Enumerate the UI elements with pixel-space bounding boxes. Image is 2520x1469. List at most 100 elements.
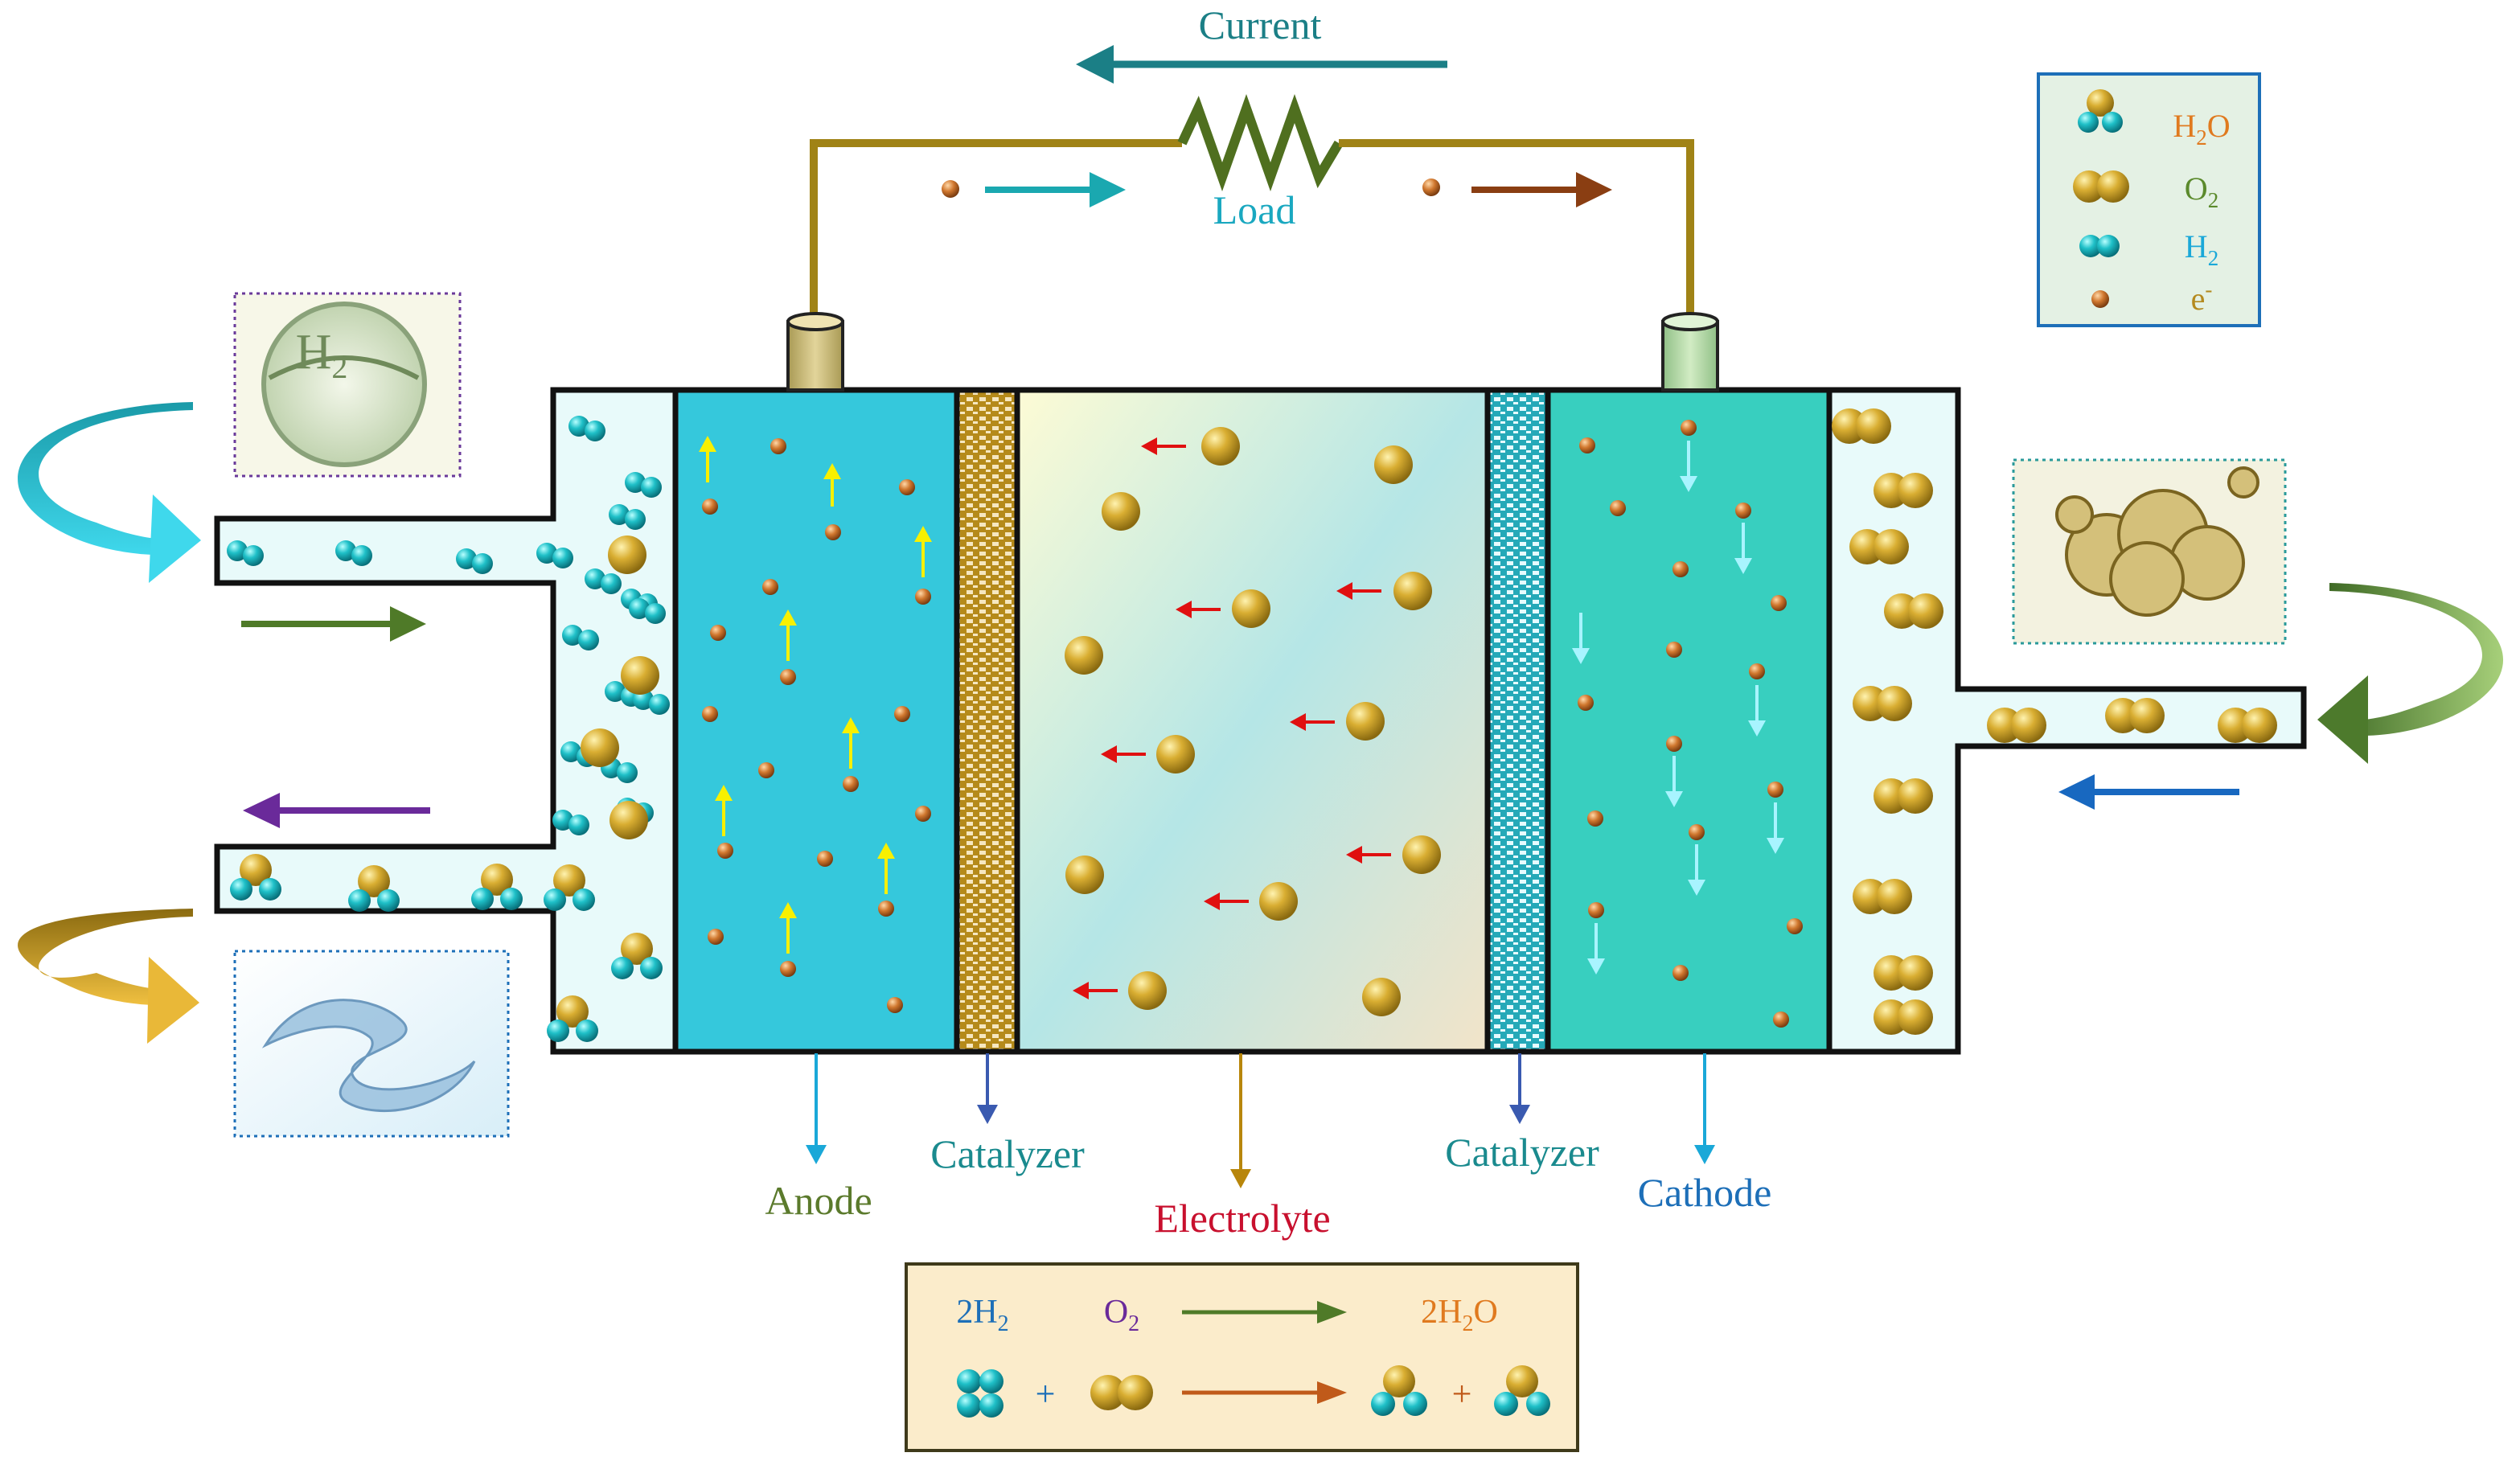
oxygen-molecule <box>1898 778 1933 814</box>
electrolyte-label: Electrolyte <box>1154 1196 1330 1241</box>
hydrogen-molecule <box>578 630 599 650</box>
electron-particle <box>1767 782 1783 798</box>
oxygen-molecule <box>1877 879 1912 914</box>
water-molecule <box>240 854 272 886</box>
legend-item-electron: e- <box>2091 277 2212 317</box>
electron-particle <box>780 961 796 977</box>
electron-flow-arrowhead-right <box>1576 172 1612 207</box>
electron-particle <box>817 851 833 867</box>
oxygen-inset <box>2012 458 2287 645</box>
electron-particle <box>1666 736 1682 752</box>
current-label: Current <box>1199 2 1322 47</box>
water-molecule <box>348 889 371 912</box>
hydrogen-molecule <box>335 540 356 561</box>
oxygen-molecule <box>1898 473 1933 508</box>
hydrogen-molecule <box>472 553 493 574</box>
water-molecule <box>576 1020 598 1042</box>
electron-particle <box>702 499 718 515</box>
legend-hydrogen-label: H2 <box>2185 228 2218 270</box>
oxygen-atom <box>1201 427 1240 466</box>
electron-particle <box>894 706 910 722</box>
water-molecule <box>481 864 513 896</box>
electron-particle <box>780 669 796 685</box>
proton-arrow-head <box>779 609 797 626</box>
oxygen-atom <box>1374 445 1413 484</box>
reaction-equation: 2H2 O2 2H2O + + <box>905 1262 1579 1452</box>
hydrogen-molecule <box>560 741 581 762</box>
hydrogen-molecule <box>645 603 666 624</box>
proton-arrow-head <box>779 902 797 918</box>
right-gas-chamber <box>1826 387 2307 1055</box>
catalyzer-right-label: Catalyzer <box>1445 1130 1599 1175</box>
electron-particle <box>1587 810 1603 827</box>
electron-particle <box>1773 1011 1789 1028</box>
electron-flow-arrowhead-left <box>1090 172 1126 207</box>
oxygen-atom <box>1156 735 1195 773</box>
water-molecule <box>471 888 494 910</box>
electron-particle <box>1588 902 1604 918</box>
water-molecule <box>259 878 281 901</box>
equation-reactant-hydrogen: 2H2 <box>956 1294 1008 1336</box>
hydrogen-molecule <box>617 762 638 783</box>
electron-particle <box>899 479 915 495</box>
oxide-ion-arrow-head <box>1176 601 1192 618</box>
oxide-ion-arrow-head <box>1141 437 1157 455</box>
external-circuit <box>810 93 1694 322</box>
oxygen-cloud-icon <box>2055 466 2259 617</box>
water-molecule <box>230 878 252 901</box>
water-inset <box>233 950 510 1138</box>
hydrogen-molecule <box>629 598 650 619</box>
electron-particle <box>1771 595 1787 611</box>
oxygen-atom <box>1362 978 1401 1016</box>
electron-arrow-head <box>1748 720 1766 737</box>
electron-particle <box>825 524 841 540</box>
hydrogen-bubble-icon <box>261 302 427 467</box>
equation-reactant-oxygen: O2 <box>1104 1294 1139 1336</box>
electron-particle <box>915 806 931 822</box>
hydrogen-inset: H2 <box>233 292 462 478</box>
equation-product-water: 2H2O <box>1421 1294 1498 1336</box>
equation-plus-2: + <box>1452 1374 1472 1414</box>
oxygen-atom <box>1128 971 1167 1010</box>
water-splash-icon <box>261 999 476 1112</box>
electron-particle <box>702 706 718 722</box>
hydrogen-molecule <box>649 694 670 715</box>
oxygen-atom <box>609 801 648 839</box>
oxygen-atom <box>621 656 659 695</box>
electron-arrow-head <box>1680 476 1697 492</box>
oxygen-atom <box>1346 702 1385 741</box>
electrolyte-region <box>1014 387 1491 1055</box>
electron-particle <box>1672 561 1689 577</box>
legend: H2O O2 H2 e- <box>2037 72 2261 327</box>
oxide-ion-arrow-head <box>1336 582 1352 600</box>
proton-arrow-head <box>842 717 860 733</box>
hydrogen-molecule <box>625 509 646 530</box>
oxygen-atom <box>1259 882 1298 921</box>
electron-particle <box>1666 642 1682 658</box>
anode-label: Anode <box>765 1178 872 1223</box>
oxygen-molecule <box>2242 708 2277 743</box>
circuit-wire-left <box>810 139 1182 322</box>
region-labels: Anode Catalyzer Electrolyte Catalyzer Ca… <box>765 1053 1771 1241</box>
electron-arrow-head <box>1572 648 1590 664</box>
ion-flow-arrows <box>699 436 1784 999</box>
proton-arrow-head <box>823 463 841 479</box>
electron-particle <box>915 589 931 605</box>
catalyzer-left-label: Catalyzer <box>930 1131 1085 1176</box>
electron-particle <box>878 901 894 917</box>
load-resistor <box>1177 93 1344 192</box>
particles-layer <box>227 408 2277 1042</box>
oxygen-molecule <box>2129 698 2165 733</box>
electron-particle <box>710 625 726 641</box>
oxygen-inflow-arrowhead <box>2058 774 2095 810</box>
hydrogen-molecule <box>605 681 626 702</box>
legend-electron-label: e- <box>2191 277 2213 317</box>
electron-particle <box>717 843 733 859</box>
legend-item-hydrogen: H2 <box>2079 228 2218 270</box>
water-outflow-arrowhead <box>243 793 280 828</box>
electron-particle <box>1689 824 1705 840</box>
legend-oxygen-label: O2 <box>2185 170 2218 212</box>
legend-item-water: H2O <box>2078 89 2231 150</box>
proton-arrow-head <box>914 526 932 542</box>
